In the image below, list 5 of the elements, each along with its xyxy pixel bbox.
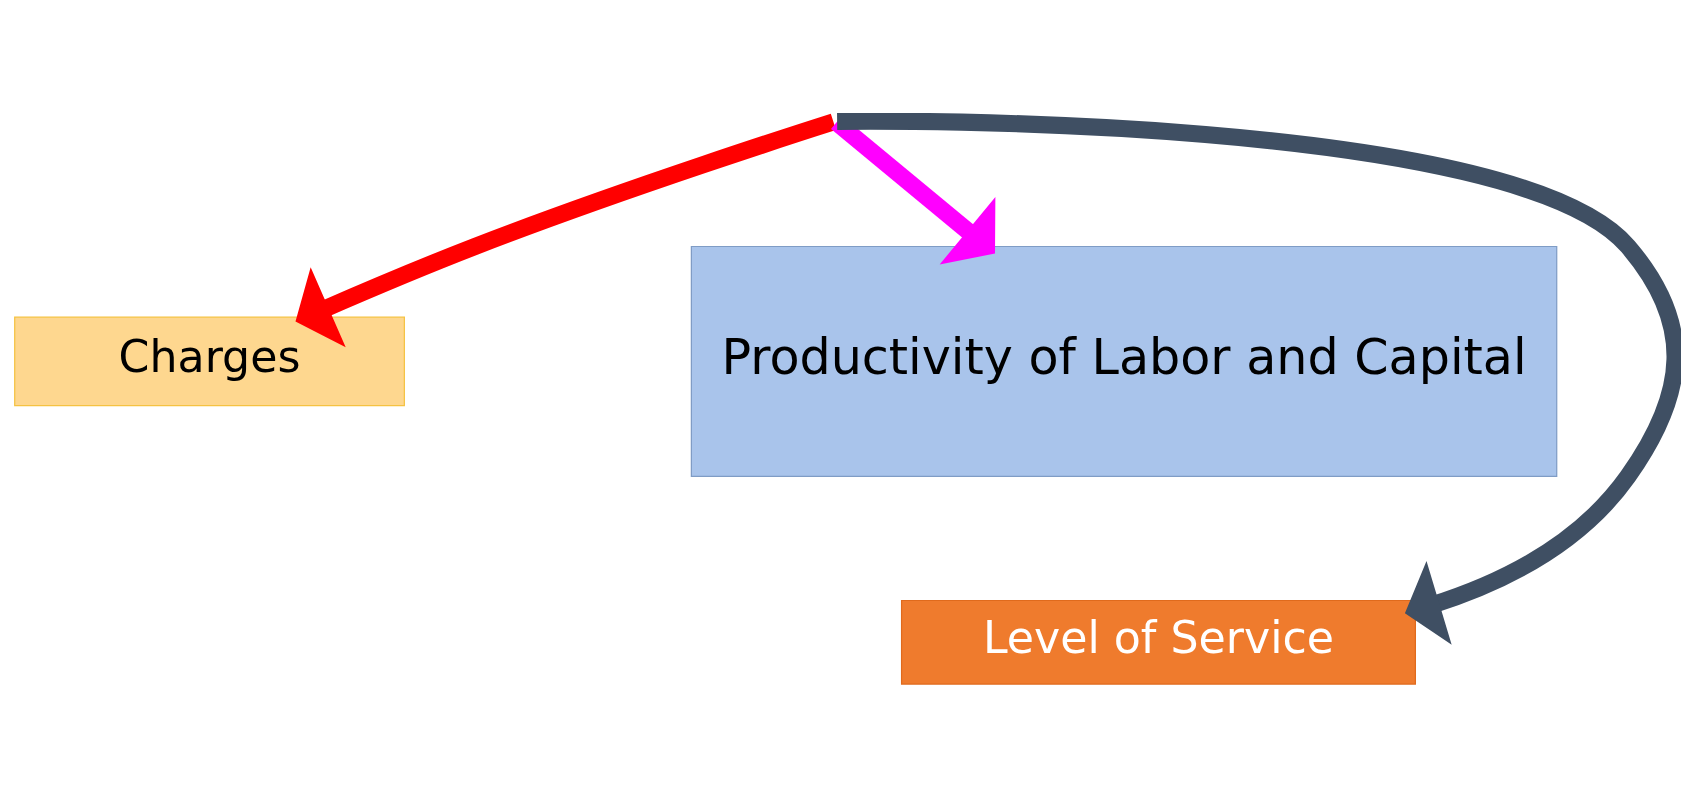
arrow	[294, 113, 836, 347]
node-box: Charges	[13, 316, 405, 406]
arrow	[836, 112, 1681, 645]
node-box: Level of Service	[900, 599, 1416, 685]
node-box: Productivity of Labor and Capital	[690, 245, 1557, 477]
